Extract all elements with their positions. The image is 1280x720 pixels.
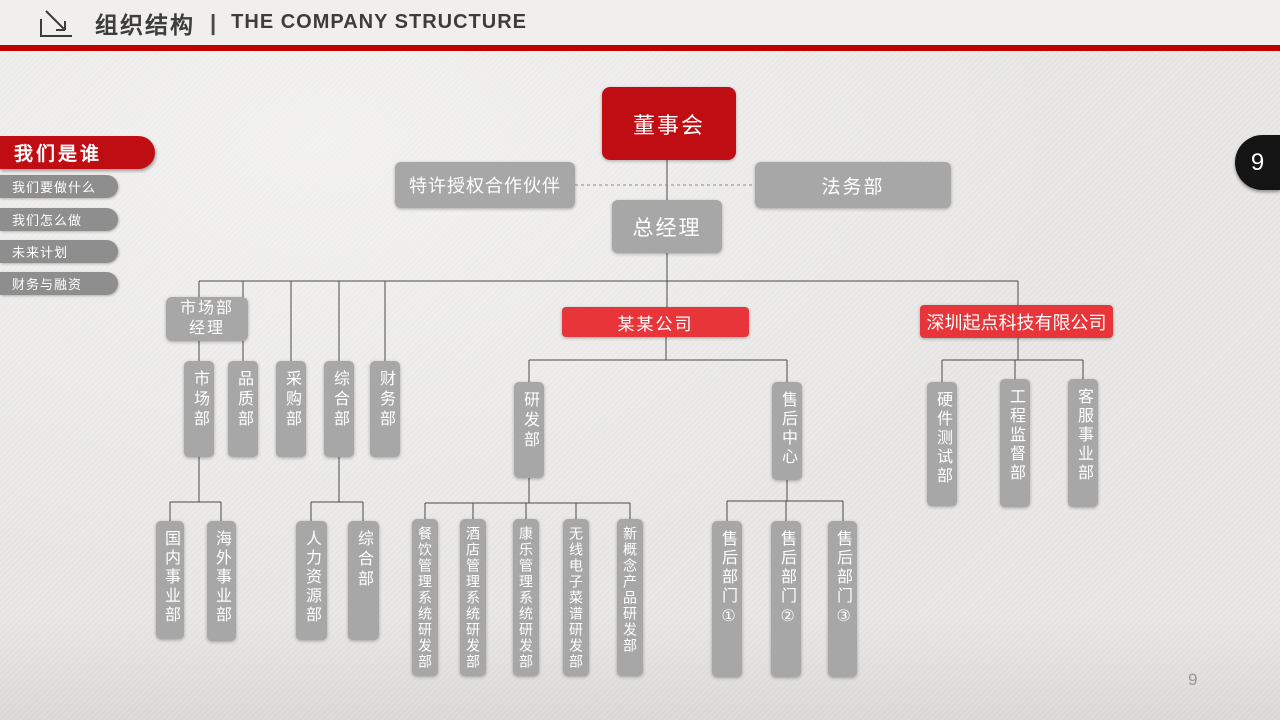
corner-arrow-icon [40, 10, 72, 37]
org-box-general-manager: 总经理 [612, 200, 722, 253]
page-title: 组织结构 [95, 11, 195, 38]
org-box-general-affairs-sub: 综合部 [348, 521, 379, 640]
org-box-hr-dept: 人力资源部 [296, 521, 327, 640]
org-box-aftersales-dept-2: 售后部门② [771, 521, 801, 677]
sidebar-item-what-we-do[interactable]: 我们要做什么 [0, 175, 118, 198]
page-number: 9 [1188, 670, 1198, 689]
org-box-marketing-dept: 市场部 [184, 361, 214, 457]
sidebar-item-active[interactable]: 我们是谁 [0, 136, 155, 169]
org-box-board: 董事会 [602, 87, 736, 160]
org-box-legal-dept: 法务部 [755, 162, 951, 208]
org-box-franchise-partner: 特许授权合作伙伴 [395, 162, 575, 208]
org-box-company2: 深圳起点科技有限公司 [920, 305, 1113, 338]
org-box-aftersales-center: 售后中心 [772, 382, 802, 480]
sidebar-item-how-we-do[interactable]: 我们怎么做 [0, 208, 118, 231]
org-box-engineering-supervision: 工程监督部 [1000, 379, 1030, 507]
sidebar-item-finance[interactable]: 财务与融资 [0, 272, 118, 295]
org-box-wireless-emenu-rd: 无线电子菜谱研发部 [563, 519, 589, 676]
org-box-domestic-business: 国内事业部 [156, 521, 184, 639]
page-subtitle: THE COMPANY STRUCTURE [231, 11, 527, 33]
header-accent-bar [0, 45, 1280, 51]
org-box-hardware-testing: 硬件测试部 [927, 382, 957, 506]
org-box-marketing-manager: 市场部经理 [166, 297, 248, 341]
org-box-purchasing-dept: 采购部 [276, 361, 306, 457]
org-box-general-affairs-dept: 综合部 [324, 361, 354, 457]
header-titles: 组织结构 | THE COMPANY STRUCTURE [95, 0, 527, 45]
org-box-recreation-system-rd: 康乐管理系统研发部 [513, 519, 539, 676]
org-box-finance-dept: 财务部 [370, 361, 400, 457]
org-box-quality-dept: 品质部 [228, 361, 258, 457]
slide-number-tab: 9 [1235, 135, 1280, 190]
title-divider: | [210, 9, 217, 35]
org-box-hotel-system-rd: 酒店管理系统研发部 [460, 519, 486, 676]
header: 组织结构 | THE COMPANY STRUCTURE [0, 0, 1280, 45]
org-box-company1: 某某公司 [562, 307, 749, 337]
sidebar-item-future-plan[interactable]: 未来计划 [0, 240, 118, 263]
org-box-new-concept-rd: 新概念产品研发部 [617, 519, 643, 676]
org-box-rd-dept: 研发部 [514, 382, 544, 478]
org-box-overseas-business: 海外事业部 [207, 521, 236, 641]
org-box-aftersales-dept-3: 售后部门③ [828, 521, 857, 677]
org-box-catering-system-rd: 餐饮管理系统研发部 [412, 519, 438, 676]
org-box-aftersales-dept-1: 售后部门① [712, 521, 742, 677]
org-box-customer-service: 客服事业部 [1068, 379, 1098, 507]
